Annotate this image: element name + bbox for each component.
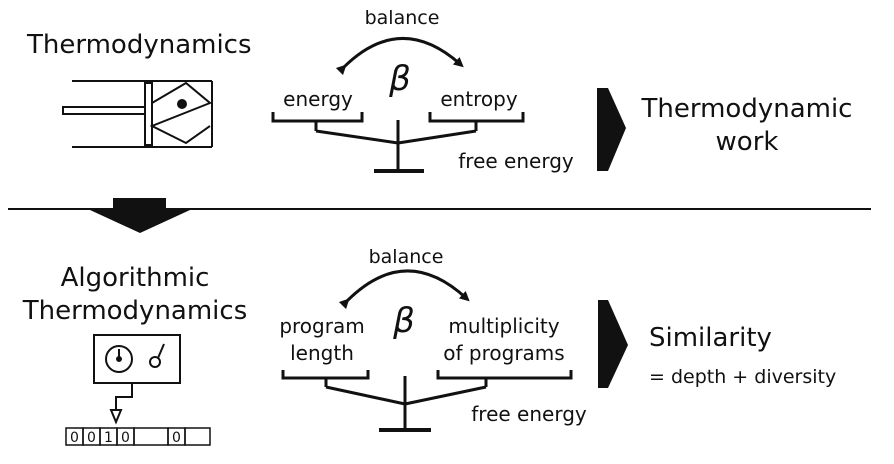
bottom-beta-symbol: β — [392, 301, 415, 341]
bottom-balance-arrow — [338, 269, 470, 310]
top-beta-symbol: β — [388, 59, 411, 99]
bottom-title-line2: Thermodynamics — [22, 296, 248, 326]
bottom-balance-scale-icon — [281, 370, 573, 432]
turing-machine-icon — [93, 334, 181, 425]
bottom-balance-label: balance — [369, 246, 444, 268]
tape-cell: 0 — [121, 430, 130, 446]
bottom-right-label-line1: multiplicity — [448, 314, 559, 338]
bottom-result-line2: = depth + diversity — [649, 366, 836, 388]
top-title: Thermodynamics — [26, 30, 252, 60]
tape-cell: 0 — [172, 430, 181, 446]
top-balance-arrow — [335, 37, 464, 76]
top-balance-scale-icon — [271, 112, 525, 173]
bottom-left-label-line1: program — [279, 314, 364, 338]
top-result-line2: work — [716, 127, 779, 157]
top-right-label: entropy — [440, 87, 518, 111]
tape-cell: 0 — [87, 430, 96, 446]
bottom-right-label-line2: of programs — [443, 341, 564, 365]
top-fulcrum-label: free energy — [458, 149, 574, 173]
top-balance-label: balance — [365, 7, 440, 29]
tape-cell: 1 — [104, 430, 113, 446]
top-result-line1: Thermodynamic — [641, 94, 853, 124]
bottom-left-label-line2: length — [290, 341, 354, 365]
bottom-arrow-right-icon — [598, 300, 628, 388]
piston-cylinder-icon — [62, 80, 213, 148]
tape-cell: 0 — [70, 430, 79, 446]
arrow-down-icon — [90, 198, 190, 233]
bottom-fulcrum-label: free energy — [471, 402, 587, 426]
tape — [65, 427, 211, 446]
top-left-label: energy — [283, 87, 353, 111]
top-arrow-right-icon — [597, 88, 626, 171]
bottom-title-line1: Algorithmic — [61, 263, 210, 293]
bottom-result-line1: Similarity — [649, 323, 772, 353]
